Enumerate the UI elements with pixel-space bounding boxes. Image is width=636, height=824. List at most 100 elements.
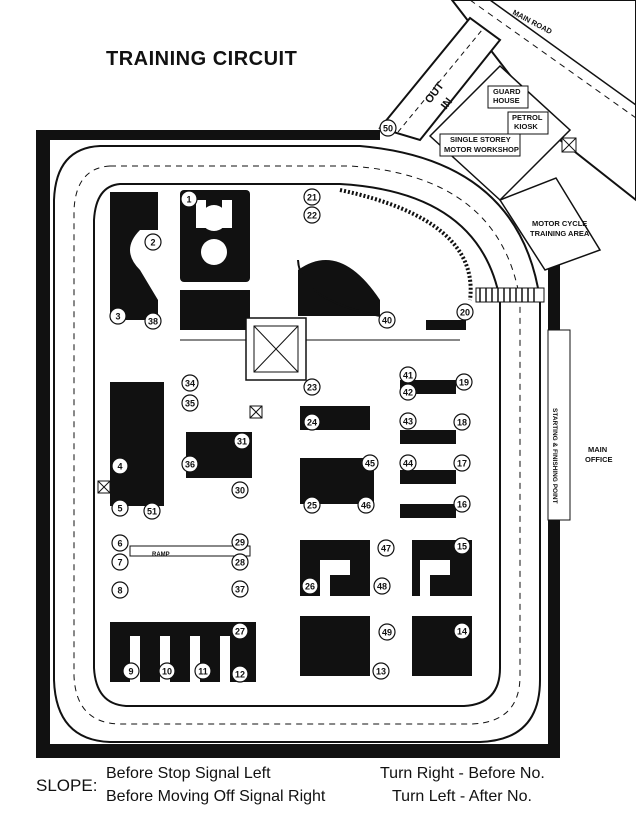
station-number-46: 46 (361, 501, 371, 511)
station-number-50: 50 (383, 124, 393, 134)
station-number-41: 41 (403, 371, 413, 381)
station-number-13: 13 (376, 667, 386, 677)
station-number-24: 24 (307, 418, 317, 428)
station-number-38: 38 (148, 317, 158, 327)
station-number-35: 35 (185, 399, 195, 409)
station-marker-45: 45 (361, 454, 379, 472)
station-marker-47: 47 (377, 539, 395, 557)
station-marker-29: 29 (231, 533, 249, 551)
station-number-23: 23 (307, 383, 317, 393)
station-number-7: 7 (117, 558, 122, 568)
station-marker-15: 15 (453, 537, 471, 555)
station-number-31: 31 (237, 437, 247, 447)
station-number-26: 26 (305, 582, 315, 592)
station-marker-35: 35 (181, 394, 199, 412)
entry-road (378, 16, 502, 142)
station-marker-44: 44 (399, 454, 417, 472)
station-marker-8: 8 (111, 581, 129, 599)
station-marker-16: 16 (453, 495, 471, 513)
station-marker-23: 23 (303, 378, 321, 396)
station-number-19: 19 (459, 378, 469, 388)
station-number-21: 21 (307, 193, 317, 203)
block-cutouts (130, 200, 450, 682)
station-marker-41: 41 (399, 366, 417, 384)
station-marker-46: 46 (357, 496, 375, 514)
station-marker-4: 4 (111, 457, 129, 475)
station-marker-48: 48 (373, 577, 391, 595)
station-number-11: 11 (198, 667, 208, 677)
ramp-label: RAMP (152, 552, 170, 558)
station-number-25: 25 (307, 501, 317, 511)
station-number-2: 2 (150, 238, 155, 248)
station-number-27: 27 (235, 627, 245, 637)
station-number-16: 16 (457, 500, 467, 510)
station-marker-18: 18 (453, 413, 471, 431)
station-marker-10: 10 (158, 662, 176, 680)
station-number-48: 48 (377, 582, 387, 592)
station-number-10: 10 (162, 667, 172, 677)
station-number-34: 34 (185, 379, 195, 389)
station-marker-42: 42 (399, 383, 417, 401)
station-marker-40: 40 (378, 311, 396, 329)
station-number-17: 17 (457, 459, 467, 469)
station-number-14: 14 (457, 627, 467, 637)
station-number-15: 15 (457, 542, 467, 552)
station-number-36: 36 (185, 460, 195, 470)
station-marker-1: 1 (180, 190, 198, 208)
station-number-37: 37 (235, 585, 245, 595)
motorcycle-label-2: TRAINING AREA (530, 229, 590, 238)
station-number-9: 9 (128, 667, 133, 677)
station-marker-22: 22 (303, 206, 321, 224)
slope-line-1: Before Stop Signal Left (106, 765, 271, 782)
station-marker-9: 9 (122, 662, 140, 680)
station-marker-6: 6 (111, 534, 129, 552)
workshop-label-1: SINGLE STOREY (450, 135, 511, 144)
station-marker-43: 43 (399, 412, 417, 430)
station-marker-31: 31 (233, 432, 251, 450)
station-number-51: 51 (147, 507, 157, 517)
station-marker-11: 11 (194, 662, 212, 680)
station-number-30: 30 (235, 486, 245, 496)
station-marker-12: 12 (231, 665, 249, 683)
station-number-42: 42 (403, 388, 413, 398)
petrol-kiosk-label-2: KIOSK (514, 122, 538, 131)
outer-boundary (36, 130, 560, 758)
station-marker-26: 26 (301, 577, 319, 595)
station-marker-30: 30 (231, 481, 249, 499)
station-number-6: 6 (117, 539, 122, 549)
station-marker-2: 2 (144, 233, 162, 251)
turn-right-note: Turn Right - Before No. (380, 765, 545, 782)
station-marker-28: 28 (231, 553, 249, 571)
station-marker-25: 25 (303, 496, 321, 514)
station-marker-36: 36 (181, 455, 199, 473)
station-number-18: 18 (457, 418, 467, 428)
station-marker-37: 37 (231, 580, 249, 598)
workshop-label-2: MOTOR WORKSHOP (444, 145, 519, 154)
station-marker-5: 5 (111, 499, 129, 517)
station-marker-49: 49 (378, 623, 396, 641)
motorcycle-area (475, 177, 602, 303)
station-number-5: 5 (117, 504, 122, 514)
station-marker-14: 14 (453, 622, 471, 640)
station-marker-27: 27 (231, 622, 249, 640)
station-marker-19: 19 (455, 373, 473, 391)
petrol-kiosk-label-1: PETROL (512, 113, 543, 122)
station-number-20: 20 (460, 308, 470, 318)
station-marker-20: 20 (456, 303, 474, 321)
station-marker-51: 51 (143, 502, 161, 520)
station-number-43: 43 (403, 417, 413, 427)
guard-house-label-2: HOUSE (493, 96, 520, 105)
station-marker-21: 21 (303, 188, 321, 206)
station-number-3: 3 (115, 312, 120, 322)
guard-house-area (428, 64, 577, 202)
ramp (129, 545, 251, 557)
map-title: TRAINING CIRCUIT (106, 48, 298, 70)
station-number-28: 28 (235, 558, 245, 568)
main-office (547, 329, 571, 521)
station-marker-3: 3 (109, 307, 127, 325)
station-number-12: 12 (235, 670, 245, 680)
main-office-label-2: OFFICE (585, 455, 613, 464)
